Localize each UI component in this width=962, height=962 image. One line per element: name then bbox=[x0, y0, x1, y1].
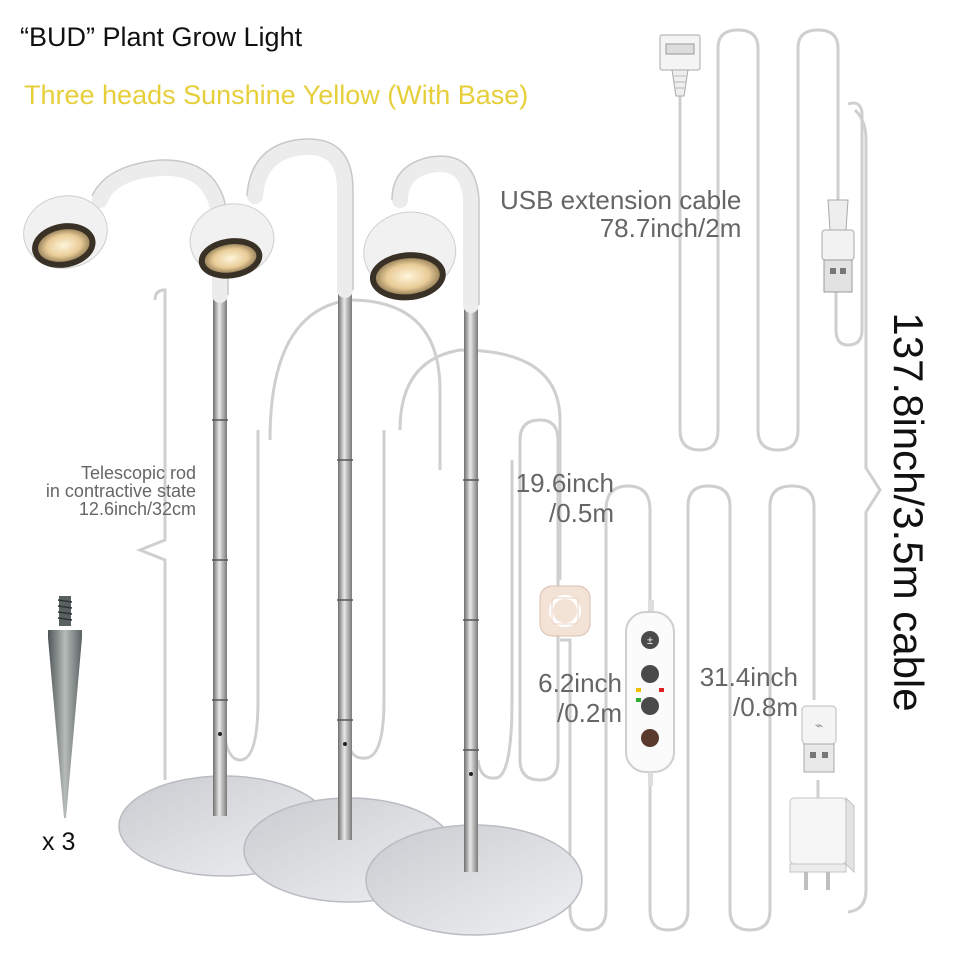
usb-cable-name: USB extension cable bbox=[500, 185, 742, 215]
usb-male-connector-icon bbox=[821, 199, 855, 293]
page-subtitle: Three heads Sunshine Yellow (With Base) bbox=[24, 80, 529, 110]
lamp-head-left bbox=[23, 195, 108, 269]
total-cable-length-label: 137.8inch/3.5m cable bbox=[878, 262, 938, 762]
cable-31-4-metric: /0.8m bbox=[732, 692, 798, 722]
telescopic-rods bbox=[212, 285, 479, 872]
telescopic-rod-name: Telescopic rod bbox=[80, 463, 196, 483]
usb-cable-length: 78.7inch/2m bbox=[599, 213, 742, 243]
lamp-head-right bbox=[363, 211, 457, 301]
cable-19-6-label: 19.6inch /0.5m bbox=[490, 468, 614, 528]
rod-right bbox=[464, 300, 478, 872]
cable-splitter-icon bbox=[539, 585, 591, 637]
usb-plug-icon: ⌁ bbox=[801, 705, 837, 773]
usb-cable-label: USB extension cable 78.7inch/2m bbox=[500, 186, 741, 242]
svg-text:⌁: ⌁ bbox=[815, 717, 823, 733]
svg-text:±: ± bbox=[647, 635, 653, 647]
cable-19-6-metric: /0.5m bbox=[548, 498, 614, 528]
lamp-head-middle bbox=[189, 203, 275, 279]
cable-6-2-metric: /0.2m bbox=[556, 698, 622, 728]
total-cable-length-text: 137.8inch/3.5m cable bbox=[885, 312, 932, 712]
rod-middle bbox=[338, 285, 352, 840]
usb-power-adapter-icon bbox=[789, 796, 855, 890]
telescopic-rod-length: 12.6inch/32cm bbox=[78, 499, 196, 519]
cable-31-4-inch: 31.4inch bbox=[699, 662, 798, 692]
cable-6-2-label: 6.2inch /0.2m bbox=[508, 668, 622, 728]
cable-19-6-inch: 19.6inch bbox=[515, 468, 614, 498]
page-title: “BUD” Plant Grow Light bbox=[20, 22, 303, 52]
lamp-heads bbox=[23, 195, 457, 301]
stake-quantity: x 3 bbox=[42, 828, 76, 856]
telescopic-rod-label: Telescopic rod in contractive state 12.6… bbox=[4, 464, 196, 518]
usb-female-connector-icon bbox=[659, 34, 701, 97]
cable-31-4-label: 31.4inch /0.8m bbox=[676, 662, 798, 722]
cable-6-2-inch: 6.2inch bbox=[538, 668, 622, 698]
ground-stake-icon bbox=[48, 596, 82, 818]
telescopic-rod-state: in contractive state bbox=[45, 481, 196, 501]
rod-left bbox=[213, 290, 227, 816]
dimmer-controller-icon: ± bbox=[625, 600, 675, 786]
lamp-bases bbox=[118, 775, 583, 936]
